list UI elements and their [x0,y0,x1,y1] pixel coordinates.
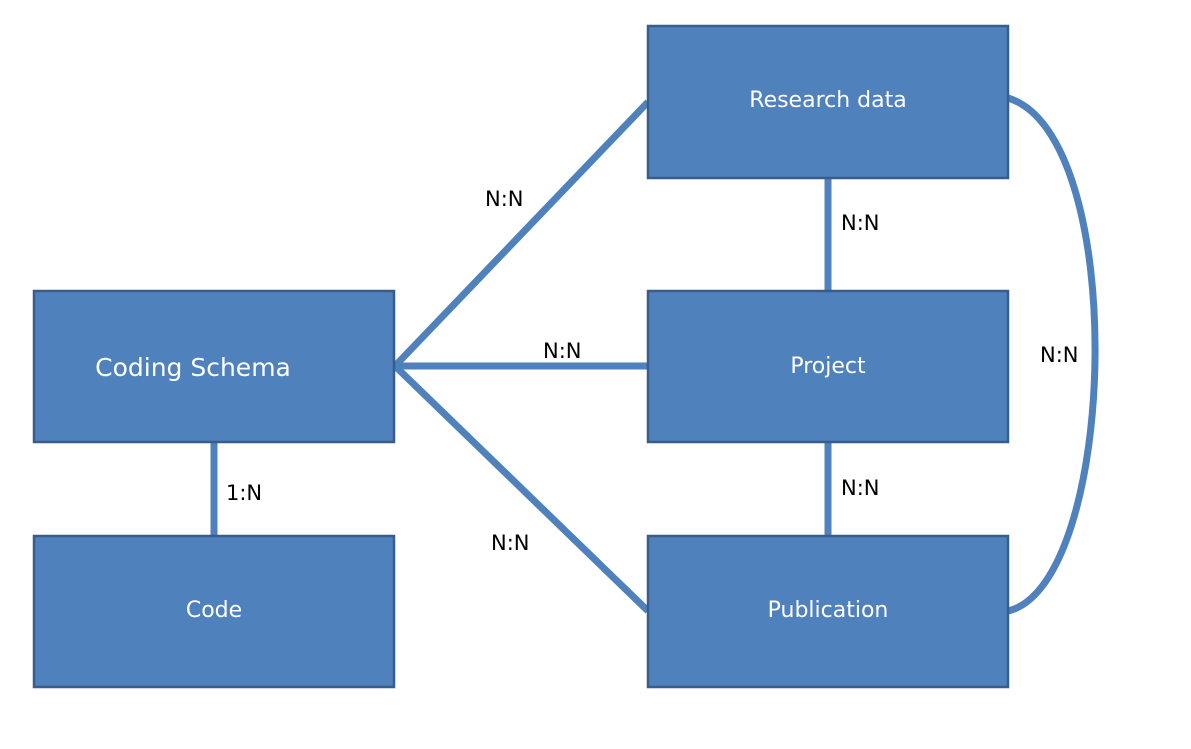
relation-label-schema-publication: N:N [491,531,530,555]
relation-label-schema-code: 1:N [226,481,262,505]
entity-publication-box [646,534,1010,689]
connector-research-publication [1006,94,1099,615]
relation-label-schema-research: N:N [485,187,524,211]
relation-label-project-publication: N:N [841,476,880,500]
entity-coding-schema-label: Coding Schema [95,353,291,382]
entity-project-box [646,289,1010,444]
entity-research-data-label: Research data [749,88,906,113]
entity-project-label: Project [790,354,866,379]
connector-schema-publication [392,363,651,614]
entity-research-data[interactable]: Research data [646,24,1010,180]
entity-code-box [32,534,396,689]
entity-project[interactable]: Project [646,289,1010,444]
entity-publication-label: Publication [768,598,889,623]
relation-label-research-project: N:N [841,211,880,235]
connector-schema-research [392,99,651,369]
relation-label-schema-project: N:N [543,339,582,363]
entity-coding-schema[interactable]: Coding Schema [32,289,396,444]
entity-code-label: Code [186,598,242,623]
relation-label-research-publication: N:N [1040,343,1079,367]
entity-coding-schema-box [32,289,396,444]
entity-code[interactable]: Code [32,534,396,689]
entity-publication[interactable]: Publication [646,534,1010,689]
entity-research-data-box [646,24,1010,180]
